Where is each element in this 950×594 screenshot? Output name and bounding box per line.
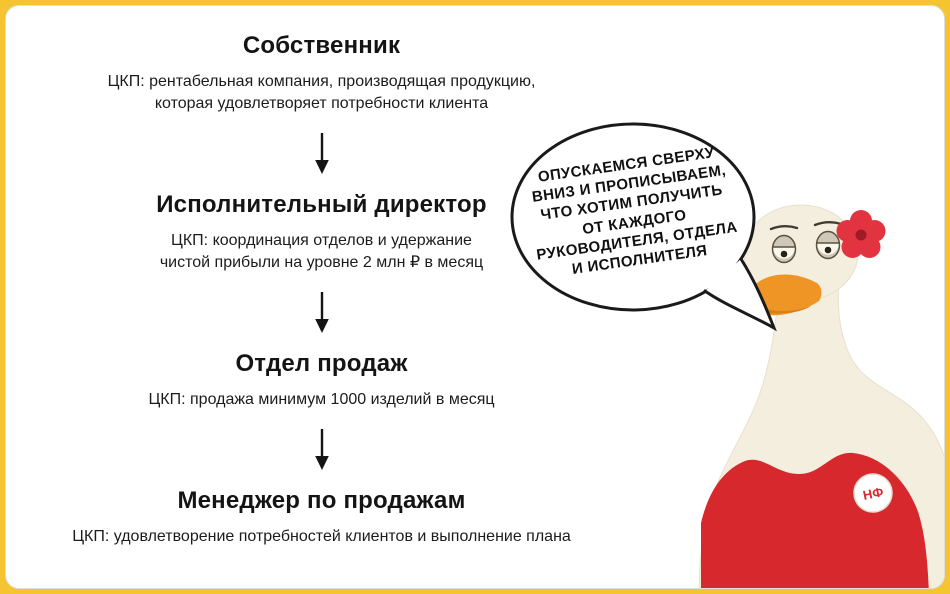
badge-label: НФ: [862, 484, 885, 503]
step-title: Исполнительный директор: [156, 191, 487, 219]
badge: НФ: [853, 473, 893, 513]
down-arrow-icon: [314, 133, 329, 175]
flow-step-sales-department: Отдел продаж ЦКП: продажа минимум 1000 и…: [148, 350, 494, 411]
step-description: ЦКП: удовлетворение потребностей клиенто…: [72, 528, 571, 546]
hierarchy-flow: Собственник ЦКП: рентабельная компания, …: [29, 32, 614, 548]
flow-step-sales-manager: Менеджер по продажам ЦКП: удовлетворение…: [72, 487, 571, 548]
step-title: Отдел продаж: [235, 350, 408, 378]
flower-icon: [836, 210, 886, 258]
flow-step-owner: Собственник ЦКП: рентабельная компания, …: [108, 32, 536, 115]
org-chart-card: Собственник ЦКП: рентабельная компания, …: [5, 5, 945, 589]
goose-illustration: НФ: [698, 204, 944, 588]
speech-bubble: ОПУСКАЕМСЯ СВЕРХУ ВНИЗ И ПРОПИСЫВАЕМ, ЧТ…: [493, 109, 793, 349]
step-description: ЦКП: продажа минимум 1000 изделий в меся…: [148, 391, 495, 409]
step-description: ЦКП: координация отделов и удержание чис…: [159, 232, 484, 272]
step-title: Менеджер по продажам: [177, 487, 466, 515]
flow-step-director: Исполнительный директор ЦКП: координация…: [156, 191, 487, 274]
step-title: Собственник: [242, 32, 401, 59]
down-arrow-icon: [314, 292, 329, 334]
down-arrow-icon: [314, 429, 329, 471]
step-description: ЦКП: рентабельная компания, производящая…: [107, 73, 536, 113]
speech-bubble-tail: [703, 257, 777, 332]
goose-eyes: [769, 221, 843, 264]
speech-bubble-outline: [510, 122, 777, 332]
